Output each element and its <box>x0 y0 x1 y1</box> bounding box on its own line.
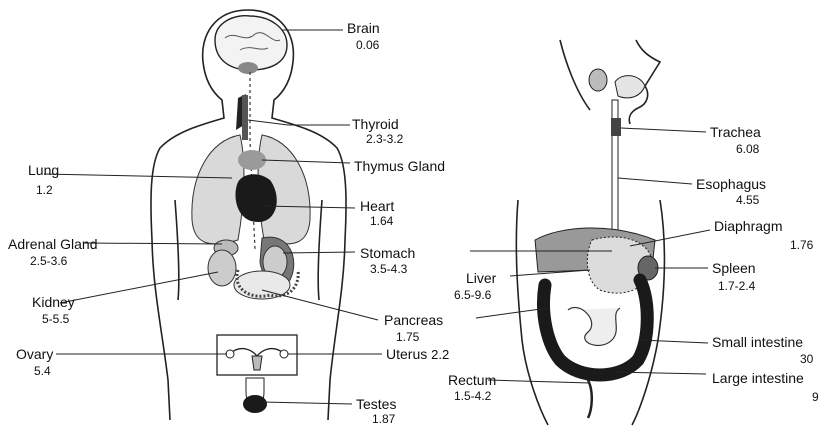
trachea-value: 6.08 <box>736 142 759 156</box>
ovary-label: Ovary <box>16 346 53 362</box>
stomach-value: 3.5-4.3 <box>370 262 407 276</box>
ovary-shape <box>226 350 234 358</box>
spleen-value: 1.7-2.4 <box>718 279 755 293</box>
large-intestine-value: 9 <box>812 390 819 404</box>
lung-value: 1.2 <box>36 183 53 197</box>
kidney-label: Kidney <box>32 294 75 310</box>
thyroid-label: Thyroid <box>352 116 399 132</box>
liver-value: 6.5-9.6 <box>454 288 491 302</box>
trachea-shape <box>611 118 621 136</box>
testes-shape <box>243 395 267 413</box>
oral-cavity-shape <box>615 76 645 98</box>
spleen-label: Spleen <box>712 260 756 276</box>
brain-shape <box>215 16 287 74</box>
large-intestine-label: Large intestine <box>712 370 804 386</box>
esophagus-value: 4.55 <box>736 193 759 207</box>
adrenal-value: 2.5-3.6 <box>30 254 67 268</box>
uterus-name: Uterus <box>386 346 427 362</box>
neck-structure <box>242 95 248 140</box>
heart-value: 1.64 <box>370 214 393 228</box>
cervix-shape <box>252 356 262 370</box>
kidney-shape-left <box>208 250 236 286</box>
uterus-value: 2.2 <box>431 347 449 362</box>
esophagus-label: Esophagus <box>696 176 766 192</box>
brain-label: Brain <box>347 20 380 36</box>
trachea-label: Trachea <box>710 124 761 140</box>
rectum-value: 1.5-4.2 <box>454 389 491 403</box>
nasal-shape <box>589 69 607 91</box>
diaphragm-value: 1.76 <box>790 238 813 252</box>
testes-label: Testes <box>356 396 396 412</box>
pancreas-label: Pancreas <box>384 312 443 328</box>
uterus-label: Uterus 2.2 <box>386 346 449 363</box>
liver-label: Liver <box>466 270 496 286</box>
thyroid-value: 2.3-3.2 <box>366 132 403 146</box>
small-intestine-shape <box>568 307 620 345</box>
adrenal-label: Adrenal Gland <box>8 236 98 252</box>
ovary-value: 5.4 <box>34 364 51 378</box>
small-intestine-label: Small intestine <box>712 334 803 350</box>
lung-label: Lung <box>28 162 59 178</box>
testes-value: 1.87 <box>372 412 395 426</box>
thymus-shape <box>238 150 266 170</box>
rectum-label: Rectum <box>448 372 496 388</box>
stomach-label: Stomach <box>360 245 415 261</box>
small-intestine-value: 30 <box>800 352 813 366</box>
brain-value: 0.06 <box>356 38 379 52</box>
thymus-label: Thymus Gland <box>354 158 445 174</box>
heart-label: Heart <box>360 198 394 214</box>
diaphragm-label: Diaphragm <box>714 218 782 234</box>
pancreas-value: 1.75 <box>396 330 419 344</box>
kidney-value: 5-5.5 <box>42 312 69 326</box>
ovary-shape-right <box>280 350 288 358</box>
rectum-shape <box>588 380 592 418</box>
